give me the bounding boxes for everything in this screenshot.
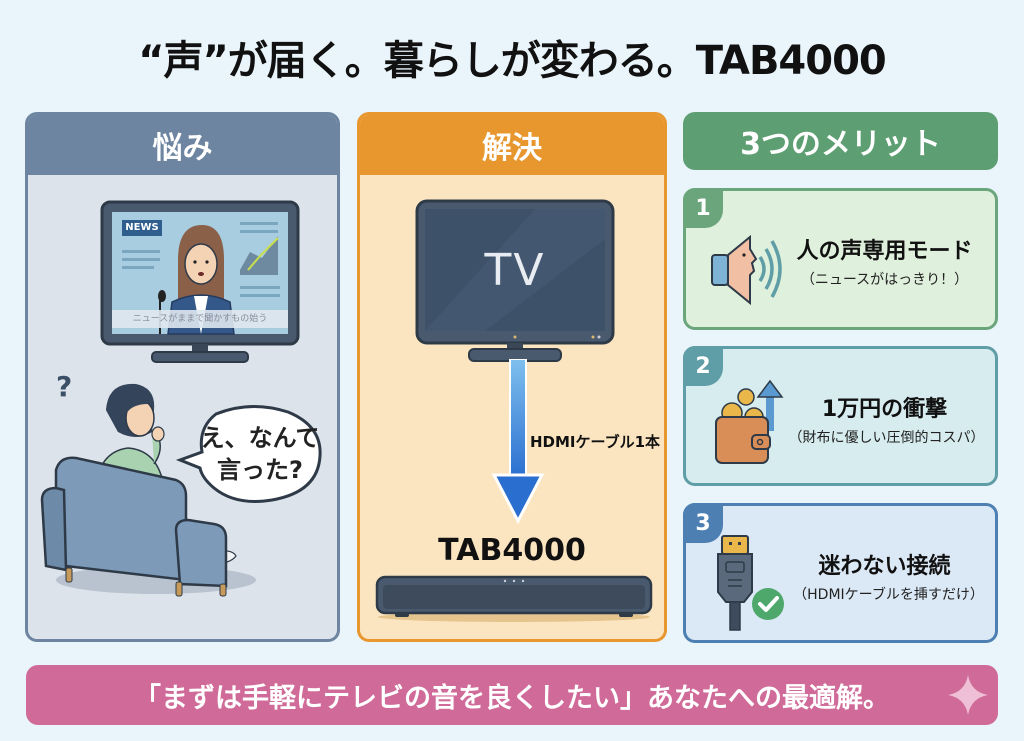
merit-subtitle: （ニュースがはっきり！） bbox=[800, 272, 969, 288]
merit-title: 迷わない接続 bbox=[818, 554, 951, 579]
soundbar-illustration bbox=[375, 573, 653, 623]
merit-card-1: 1 人の声専用モード （ニュースがはっきり！） bbox=[683, 188, 998, 330]
cable-label: HDMIケーブル1本 bbox=[530, 433, 661, 451]
speech-line-1: え、なんて bbox=[200, 424, 320, 452]
bottom-banner: 「まずは手軽にテレビの音を良くしたい」あなたへの最適解。 bbox=[26, 665, 998, 725]
wallet-coins-icon bbox=[708, 379, 788, 469]
product-name: TAB4000 bbox=[438, 533, 586, 568]
page-title: “声”が届く。暮らしが変わる。TAB4000 bbox=[138, 38, 887, 84]
banner-text: 「まずは手軽にテレビの音を良くしたい」あなたへの最適解。 bbox=[134, 682, 890, 714]
merit-subtitle: （HDMIケーブルを挿すだけ） bbox=[793, 587, 984, 603]
merit-title: 人の声専用モード bbox=[796, 239, 973, 264]
merit-subtitle: （財布に優しい圧倒的コスパ） bbox=[788, 430, 985, 446]
news-caption: ニュースがままで聞かすもの始う bbox=[132, 314, 268, 324]
merit-number: 2 bbox=[683, 346, 723, 386]
problem-panel: 悩み bbox=[25, 112, 340, 642]
solution-panel-header: 解決 bbox=[360, 115, 664, 175]
sparkle-icon bbox=[948, 675, 988, 715]
speech-bubble: え、なんて 言った? bbox=[176, 400, 326, 510]
merit-title: 1万円の衝撃 bbox=[821, 397, 948, 422]
speaker-face-icon bbox=[706, 231, 786, 311]
merit-number: 1 bbox=[683, 188, 723, 228]
problem-panel-header: 悩み bbox=[28, 115, 337, 175]
solution-panel: 解決 TV HDMIケーブル1本 TAB4000 bbox=[357, 112, 667, 642]
question-mark: ? bbox=[56, 370, 73, 403]
merits-header: 3つのメリット bbox=[683, 112, 998, 170]
merit-card-3: 3 迷わない接続 （HDMIケーブルを挿すだけ） bbox=[683, 503, 998, 643]
news-tv-illustration: NEWS ニュースがままで聞かすもの始う bbox=[100, 200, 300, 365]
speech-line-2: 言った? bbox=[217, 456, 303, 484]
down-arrow-icon bbox=[488, 358, 548, 527]
tv-illustration: TV bbox=[415, 199, 615, 364]
confused-viewer-illustration: ? bbox=[36, 370, 266, 600]
tv-label: TV bbox=[484, 245, 546, 296]
hdmi-check-icon bbox=[716, 532, 796, 632]
news-badge: NEWS bbox=[125, 222, 159, 233]
merit-number: 3 bbox=[683, 503, 723, 543]
merit-card-2: 2 1万円の衝撃 （財布に優しい圧倒的コスパ） bbox=[683, 346, 998, 486]
